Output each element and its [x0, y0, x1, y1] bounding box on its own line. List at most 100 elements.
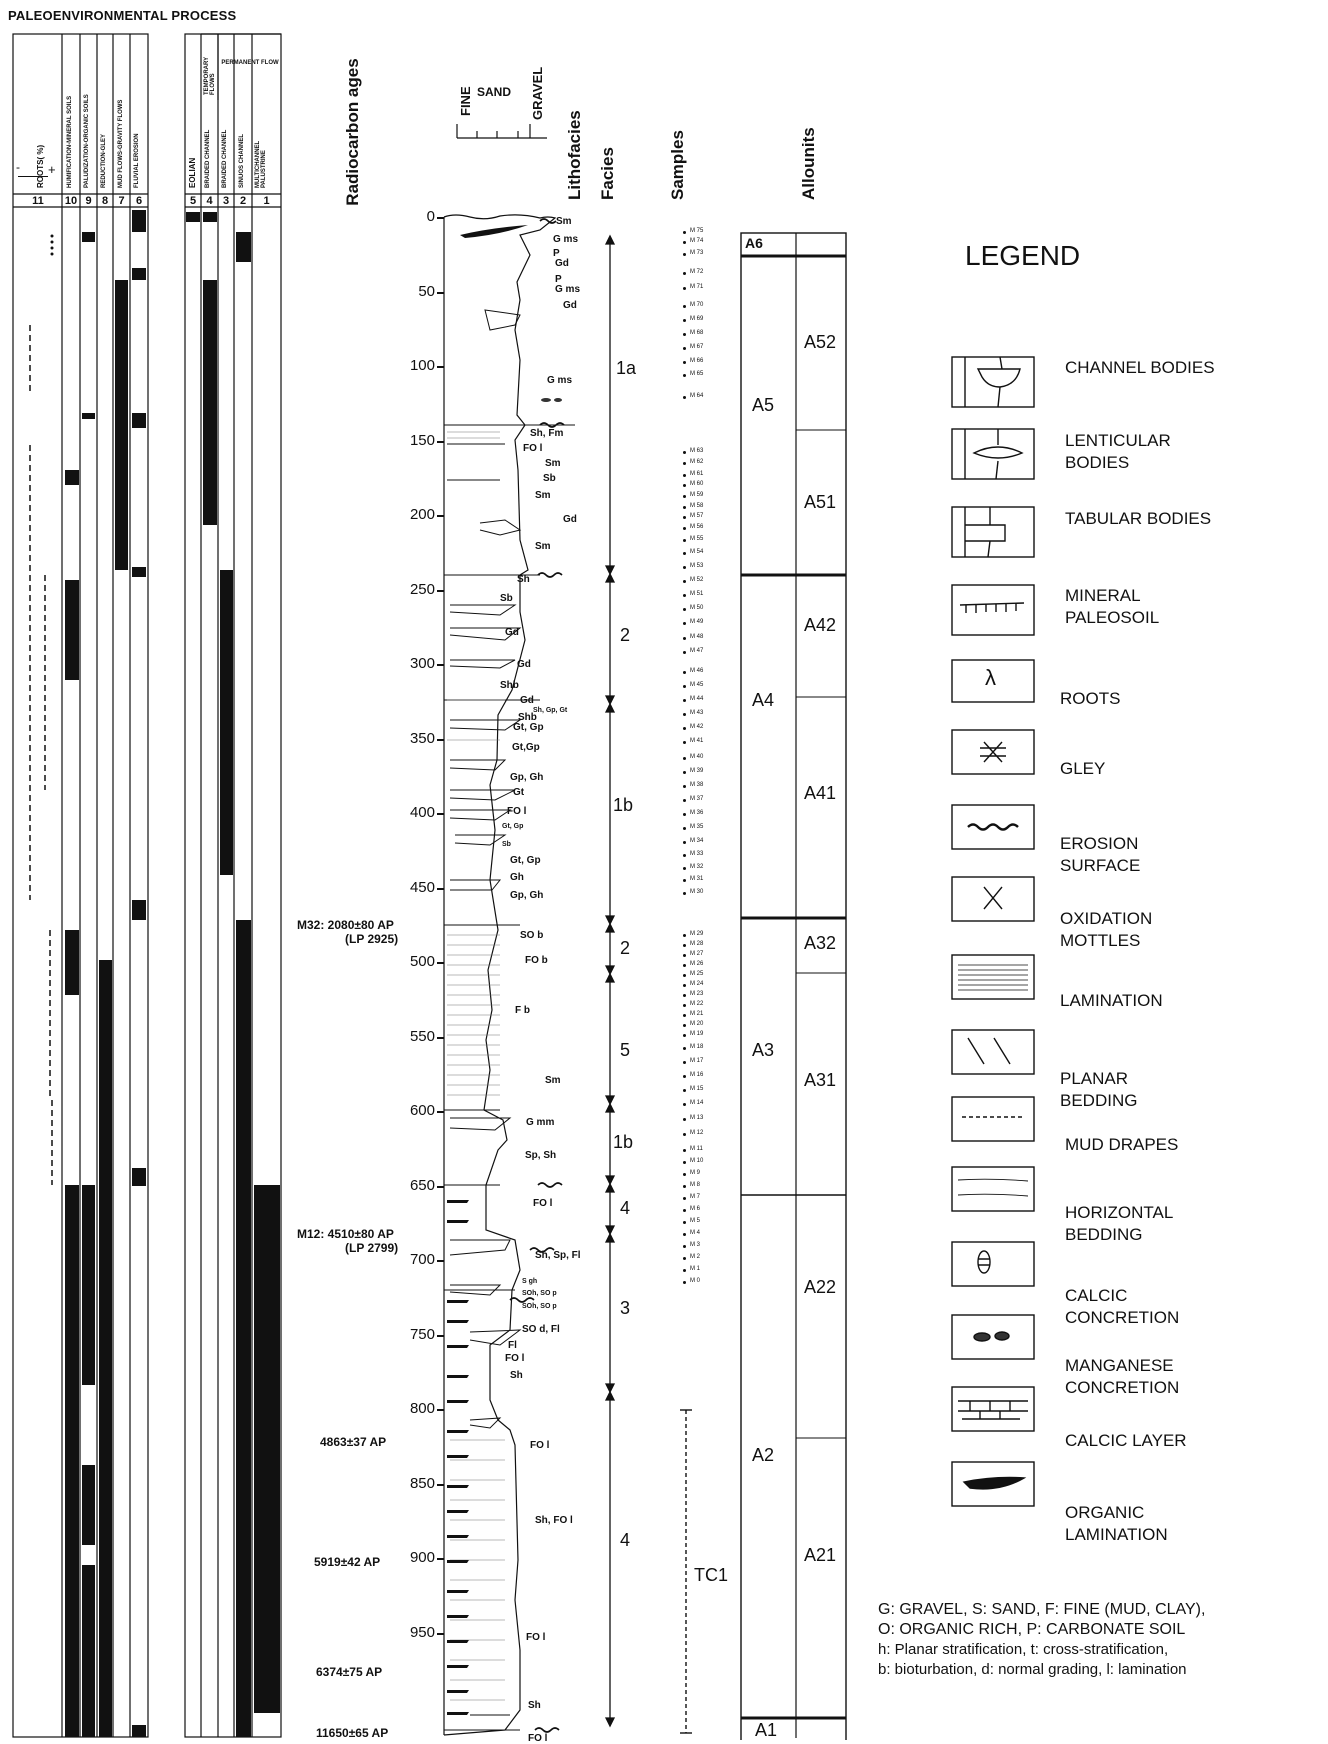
- allounit-a32: A32: [804, 933, 837, 953]
- lithofacies-label: FO l: [505, 1353, 525, 1364]
- sample-label: M 26: [690, 961, 704, 967]
- age-6374: 6374±75 AP: [316, 1665, 383, 1679]
- lithofacies-label: Sb: [543, 473, 556, 484]
- lithofacies-label: Sm: [545, 1075, 561, 1086]
- sample-label: M 41: [690, 738, 704, 744]
- sample-label: M 57: [690, 513, 704, 519]
- depth-tick-mark: [437, 515, 444, 517]
- sample-label: M 39: [690, 768, 704, 774]
- allounits-svg: [740, 232, 847, 1740]
- depth-tick-mark: [437, 1483, 444, 1486]
- sample-label: M 2: [690, 1254, 701, 1260]
- legend-label-mud-drapes: MUD DRAPES: [1065, 1135, 1179, 1154]
- sample-dot: [683, 231, 686, 234]
- sample-dot: [683, 1245, 686, 1248]
- sample-dot: [683, 974, 686, 977]
- sample-dot: [683, 1173, 686, 1176]
- sample-label: M 3: [690, 1242, 701, 1248]
- sample-dot: [683, 1209, 686, 1212]
- sample-label: M 4: [690, 1230, 701, 1236]
- sample-label: M 42: [690, 724, 704, 730]
- sample-label: M 70: [690, 302, 704, 308]
- legend-label-calcic-layer: CALCIC LAYER: [1065, 1431, 1187, 1450]
- allounit-a6: A6: [745, 235, 763, 251]
- depth-tick-mark: [437, 217, 444, 219]
- gley-icon: [951, 729, 1035, 775]
- lithofacies-label: Sb: [502, 841, 511, 848]
- sample-label: M 48: [690, 634, 704, 640]
- header-radiocarbon-ages: Radiocarbon ages: [343, 58, 362, 206]
- sample-dot: [683, 272, 686, 275]
- bed-boundaries: [444, 309, 575, 1731]
- group-permanent-flow: PERMANENT FLOW: [221, 60, 279, 66]
- col-num-6: 6: [135, 195, 143, 207]
- group-temporary-flows: TEMPORARY FLOWS: [204, 56, 216, 95]
- sample-label: M 44: [690, 696, 704, 702]
- depth-tick-mark: [437, 1260, 444, 1262]
- legend-label-calcic-concretion: CALCIC CONCRETION: [1065, 1286, 1180, 1327]
- sample-dot: [683, 799, 686, 802]
- legend-label-channel: CHANNEL BODIES: [1065, 358, 1215, 377]
- sample-dot: [683, 566, 686, 569]
- allounit-a1: A1: [755, 1720, 778, 1740]
- sample-dot: [683, 495, 686, 498]
- facies-4-lower: 4: [620, 1530, 631, 1550]
- depth-tick-mark: [437, 887, 444, 890]
- planar-bedding-icon: [951, 1029, 1035, 1075]
- depth-tick-label: 700: [409, 1251, 435, 1268]
- lithofacies-label: SO d, Fl: [522, 1324, 560, 1335]
- sample-label: M 69: [690, 316, 704, 322]
- sample-label: M 63: [690, 448, 704, 454]
- col-num-9: 9: [85, 195, 92, 207]
- sample-label: M 23: [690, 991, 704, 997]
- age-m12: M12: 4510±80 AP (LP 2799): [297, 1227, 398, 1255]
- lamination-hatching: [447, 431, 505, 1701]
- sample-label: M 24: [690, 981, 704, 987]
- lithofacies-label: FO l: [530, 1440, 550, 1451]
- sample-label: M 72: [690, 269, 704, 275]
- sample-dot: [683, 241, 686, 244]
- sample-label: M 22: [690, 1001, 704, 1007]
- lithofacies-label: Gt, Gp: [502, 823, 524, 830]
- sample-label: M 54: [690, 549, 704, 555]
- roots-minus: -: [16, 160, 20, 174]
- sample-label: M 20: [690, 1021, 704, 1027]
- grain-size-sand: SAND: [477, 85, 512, 99]
- sample-label: M 11: [690, 1146, 703, 1152]
- depth-tick-mark: [437, 962, 444, 964]
- header-samples: Samples: [668, 130, 687, 200]
- allounit-a5: A5: [752, 395, 775, 415]
- sample-dot: [683, 1024, 686, 1027]
- sample-dot: [683, 944, 686, 947]
- age-4863: 4863±37 AP: [320, 1435, 387, 1449]
- allounit-a3: A3: [752, 1040, 775, 1060]
- depth-tick-mark: [437, 664, 444, 666]
- lithofacies-label: Fl: [508, 1340, 517, 1351]
- lamination-icon: [951, 954, 1035, 1000]
- lithofacies-label: FO l: [523, 443, 543, 454]
- organic-laminations: [447, 225, 528, 1715]
- sample-dot: [683, 934, 686, 937]
- sample-label: M 38: [690, 782, 704, 788]
- lithofacies-label: Sb: [500, 593, 513, 604]
- sample-dot: [683, 1185, 686, 1188]
- col-header-fluvial-erosion: FLUVIAL EROSION: [134, 133, 140, 188]
- roots-axis-arrow: [18, 176, 48, 177]
- lithofacies-label: FO l: [507, 806, 527, 817]
- col-header-humification: HUMIFICATION-MINERAL SOILS: [67, 95, 73, 188]
- legend-label-tabular: TABULAR BODIES: [1065, 509, 1212, 528]
- sample-label: M 49: [690, 619, 704, 625]
- depth-tick-mark: [437, 1409, 444, 1411]
- sample-label: M 52: [690, 577, 704, 583]
- col-header-braided-channel-b: BRAIDED CHANNEL: [222, 129, 228, 188]
- depth-tick-label: 850: [409, 1474, 435, 1492]
- depth-tick-label: 400: [409, 804, 435, 821]
- sample-label: M 47: [690, 648, 704, 654]
- lithofacies-label: Gd: [505, 627, 519, 638]
- sample-label: M 67: [690, 344, 704, 350]
- sample-dot: [683, 527, 686, 530]
- sample-label: M 40: [690, 754, 704, 760]
- facies-2a: 2: [620, 625, 631, 645]
- allounit-a51: A51: [804, 492, 837, 512]
- sample-label: M 34: [690, 838, 704, 844]
